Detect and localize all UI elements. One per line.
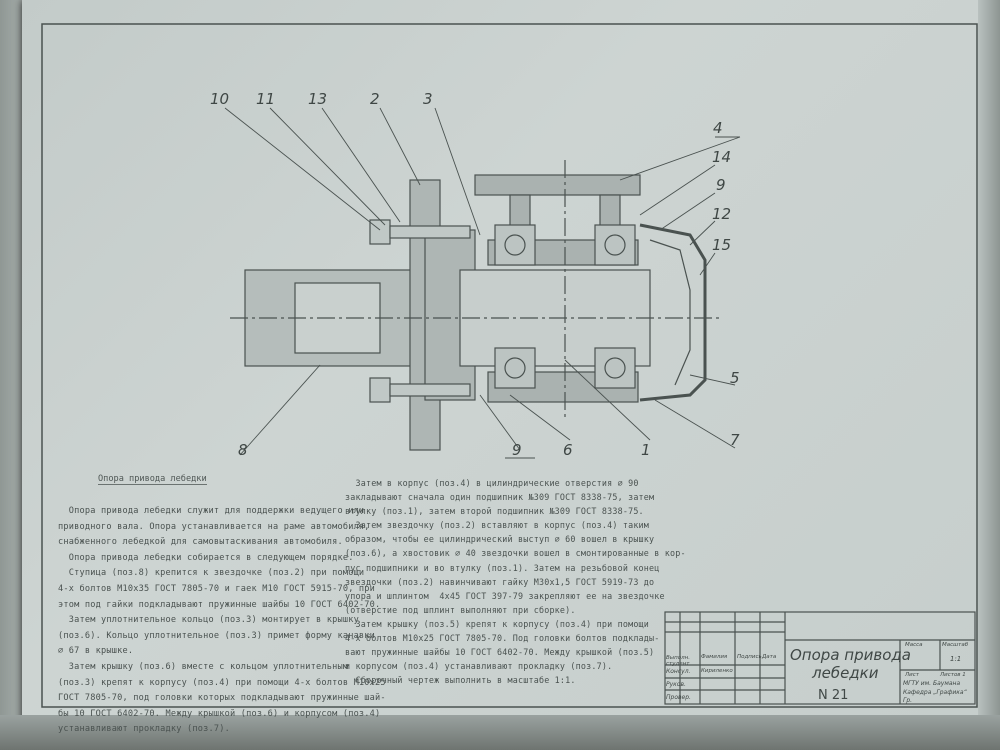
title-block-grid (664, 611, 976, 705)
pos-label: 13 (308, 90, 327, 108)
notes-left-column: Опора привода лебедки служит для поддерж… (58, 504, 386, 738)
pos-label: 10 (210, 90, 229, 108)
header-surname: Фамилия (701, 654, 728, 660)
notes-line: упора и шплинтом 4х45 ГОСТ 397-79 закреп… (345, 590, 665, 601)
notes-line: ГОСТ 7805-70, под головки которых подкла… (58, 693, 386, 704)
row-consultant: Консул. (666, 668, 691, 675)
pos-label: 15 (712, 236, 731, 254)
notes-line: приводного вала. Опора устанавливается н… (58, 521, 370, 532)
notes-line: (отверстие под шплинт выполняют при сбор… (345, 604, 576, 615)
notes-line: (поз.3) крепят к корпусу (поз.4) при пом… (58, 677, 386, 688)
notes-line: втулку (поз.1), затем второй подшипник №… (345, 506, 644, 517)
org-line-2: Кафедра „Графика“ (903, 689, 967, 696)
mass-label: Масса (905, 642, 923, 648)
row-checker: Провер. (666, 694, 691, 701)
pos-label: 14 (712, 148, 731, 166)
header-date: Дата (762, 654, 777, 660)
notes-right-column: Затем в корпус (поз.4) в цилиндрические … (345, 476, 686, 687)
notes-line: (поз.6). Кольцо уплотнительное (поз.3) п… (58, 630, 376, 641)
consultant-name: Кириленко (701, 668, 733, 674)
notes-line: звездочки (поз.2) навинчивают гайку М30х… (345, 576, 655, 587)
notes-line: Сборочный чертеж выполнить в масштабе 1:… (345, 675, 576, 686)
sheet-stack-edge (978, 0, 1000, 720)
notes-line: образом, чтобы ее цилиндрический выступ … (345, 534, 655, 545)
scale-value: 1:1 (950, 655, 962, 663)
pos-label: 7 (730, 431, 740, 449)
table-edge (0, 715, 1000, 750)
drawing-number: N 21 (818, 688, 849, 703)
notes-line: и корпусом (поз.4) устанавливают проклад… (345, 661, 613, 672)
org-line-3: Гр. (903, 697, 913, 704)
notes-line: бы 10 ГОСТ 6402-70. Между крышкой (поз.6… (58, 708, 381, 719)
notes-line: снабженного лебедкой для самовытаскивани… (58, 537, 343, 548)
notes-line: Затем крышку (поз.6) вместе с кольцом уп… (58, 661, 349, 672)
notes-line: (поз.6), а хвостовик ∅ 40 звездочки воше… (345, 548, 686, 559)
drawing-frame (41, 23, 978, 708)
position-labels: 10 11 13 2 3 4 14 9 12 15 5 7 1 6 9 8 (210, 90, 740, 459)
notes-line: пус подшипники и во втулку (поз.1). Зате… (345, 562, 660, 573)
notes-line: Затем звездочку (поз.2) вставляют в корп… (345, 520, 650, 531)
notes-line: Опора привода лебедки собирается в следу… (58, 552, 354, 563)
notes-line: этом под гайки подкладывают пружинные ша… (58, 599, 381, 610)
cover-part (639, 223, 707, 402)
notes-heading: Опора привода лебедки (98, 474, 207, 485)
pos-label: 9 (716, 176, 726, 194)
notes-line: Затем в корпус (поз.4) в цилиндрические … (345, 478, 639, 488)
notes-line: закладывают сначала один подшипник №309 … (345, 492, 655, 503)
row-supervisor: Руков. (666, 681, 686, 688)
bearings (494, 224, 636, 389)
leader-lines (224, 107, 741, 459)
sprocket-part (409, 179, 476, 451)
pos-label: 2 (370, 90, 380, 108)
notes-line: Затем крышку (поз.5) крепят к корпусу (п… (345, 618, 650, 629)
bolts (369, 219, 471, 403)
notes-line: 4-х болтов М10х25 ГОСТ 7805-70. Под голо… (345, 633, 660, 644)
notes-line: ∅ 67 в крышке. (58, 646, 134, 657)
sheet-label: Лист (905, 672, 919, 678)
row-student: Выполн. студент (666, 655, 690, 667)
pos-label: 11 (256, 90, 275, 108)
pos-label: 3 (423, 90, 433, 108)
org-line-1: МГТУ им. Баумана (903, 680, 961, 687)
scale-label: Масштаб (942, 642, 969, 648)
notes-line: Затем уплотнительное кольцо (поз.3) монт… (58, 615, 359, 626)
pos-label: 6 (563, 441, 573, 459)
pos-label: 4 (713, 119, 723, 137)
title-line-1: Опора привода (790, 646, 911, 664)
notes-line: Опора привода лебедки служит для поддерж… (58, 506, 365, 516)
pos-label: 1 (641, 441, 651, 459)
notes-line: устанавливают прокладку (поз.7). (58, 724, 230, 735)
pos-label: 9 (512, 441, 522, 459)
notes-line: 4-х болтов М10х35 ГОСТ 7805-70 и гаек М1… (58, 583, 376, 594)
sheets-label: Листов 1 (940, 672, 966, 678)
nut (649, 239, 691, 386)
pos-label: 5 (730, 369, 740, 387)
pos-label: 8 (238, 441, 248, 459)
pos-label: 12 (712, 205, 731, 223)
header-signature: Подпись (737, 654, 762, 660)
notes-line: Ступица (поз.8) крепится к звездочке (по… (58, 568, 365, 579)
title-line-2: лебедки (812, 664, 879, 682)
notes-line: вают пружинные шайбы 10 ГОСТ 6402-70. Ме… (345, 647, 655, 658)
